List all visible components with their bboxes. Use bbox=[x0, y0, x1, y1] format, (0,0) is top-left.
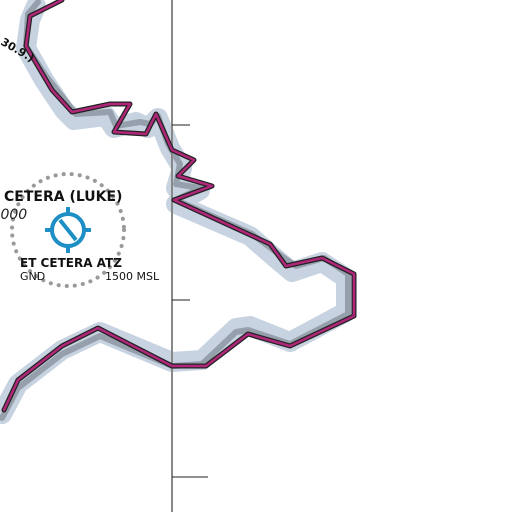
airport-runway-icon bbox=[45, 207, 91, 253]
airport-frequency: .000 bbox=[0, 207, 27, 223]
meridian-line bbox=[171, 0, 208, 512]
airport-name: CETERA (LUKE) bbox=[4, 189, 122, 205]
airspace-boundary bbox=[1, 0, 357, 413]
atz-boundary-ring bbox=[10, 172, 126, 288]
atz-upper-limit: 1500 MSL bbox=[105, 270, 160, 283]
atz-lower-limit: GND bbox=[20, 270, 45, 283]
atz-name: ET CETERA ATZ bbox=[20, 256, 122, 270]
